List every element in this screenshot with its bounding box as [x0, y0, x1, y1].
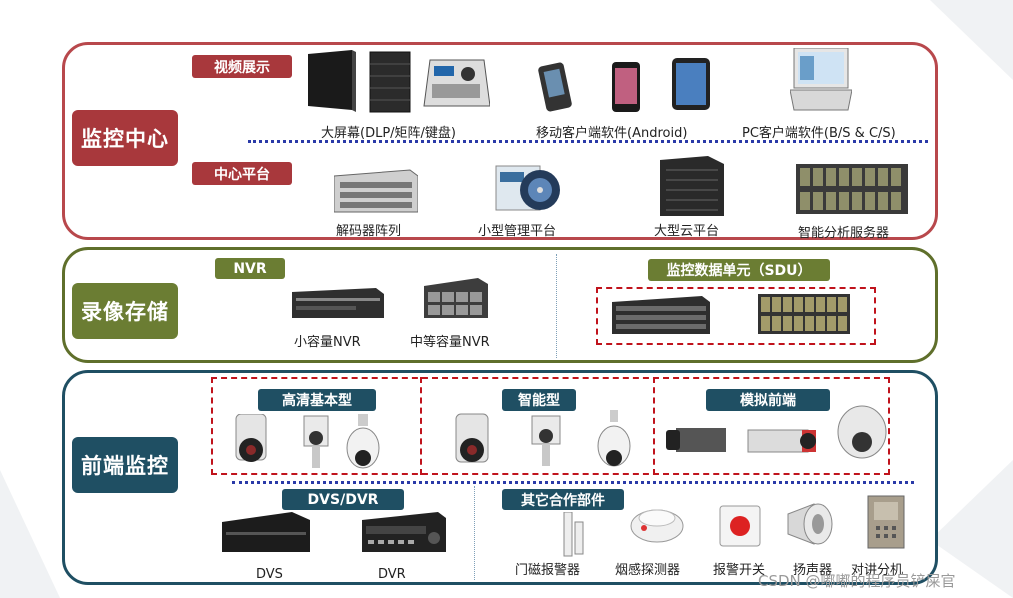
pc-laptop-icon	[790, 48, 852, 111]
camera-group-separator-1	[420, 377, 422, 475]
caption-pc-client: PC客户端软件(B/S & C/S)	[742, 126, 896, 141]
sdu-group	[596, 287, 876, 345]
caption-small-nvr: 小容量NVR	[294, 335, 361, 350]
dvr-icon	[362, 512, 446, 552]
caption-smoke-detector: 烟感探测器	[615, 563, 681, 578]
sdu-unit-2-icon	[758, 294, 850, 334]
intercom-icon	[867, 495, 905, 549]
caption-mobile-client: 移动客户端软件(Android)	[536, 126, 688, 141]
tag-hd-basic: 高清基本型	[258, 389, 376, 411]
tag-other-parts: 其它合作部件	[502, 489, 624, 510]
big-screen-icon	[308, 50, 490, 113]
center-divider	[248, 140, 928, 143]
hd-cameras-icon	[235, 414, 380, 469]
decoder-array-icon	[334, 169, 418, 213]
caption-cloud-platform: 大型云平台	[654, 224, 720, 239]
tag-nvr: NVR	[215, 258, 285, 279]
dvs-icon	[222, 512, 310, 552]
caption-dvr: DVR	[378, 567, 406, 582]
frontend-divider	[232, 481, 914, 484]
watermark: CSDN @嘟嘟的程序员铲屎官	[758, 572, 956, 590]
frontend-label: 前端监控	[72, 437, 178, 493]
tag-sdu: 监控数据单元（SDU）	[648, 259, 830, 281]
caption-dvs: DVS	[256, 567, 283, 582]
sdu-unit-1-icon	[612, 296, 710, 334]
frontend-vertical-divider	[474, 486, 475, 580]
medium-nvr-icon	[424, 278, 488, 318]
monitor-center-label: 监控中心	[72, 110, 178, 166]
caption-big-screen: 大屏幕(DLP/矩阵/键盘)	[321, 126, 456, 141]
tag-video-display: 视频展示	[192, 55, 292, 78]
caption-small-platform: 小型管理平台	[478, 224, 557, 239]
caption-intercom: 对讲分机	[851, 563, 904, 578]
caption-decoder-array: 解码器阵列	[336, 224, 402, 239]
small-platform-icon	[495, 165, 560, 211]
door-sensor-icon	[563, 512, 584, 557]
tag-smart: 智能型	[502, 389, 576, 411]
mobile-devices-icon	[538, 58, 710, 112]
analysis-server-icon	[796, 164, 908, 214]
storage-divider	[556, 254, 557, 358]
caption-door-sensor: 门磁报警器	[515, 563, 581, 578]
storage-label: 录像存储	[72, 283, 178, 339]
cloud-platform-icon	[660, 156, 724, 216]
camera-groups	[211, 377, 890, 475]
smart-cameras-icon	[455, 410, 631, 467]
caption-medium-nvr: 中等容量NVR	[410, 335, 490, 350]
tag-center-platform: 中心平台	[192, 162, 292, 185]
camera-group-separator-2	[653, 377, 655, 475]
tag-analog: 模拟前端	[706, 389, 830, 411]
analog-cameras-icon	[666, 405, 887, 459]
small-nvr-icon	[292, 288, 384, 318]
caption-speaker: 扬声器	[793, 563, 833, 578]
caption-analysis-server: 智能分析服务器	[798, 226, 890, 241]
speaker-icon	[787, 503, 833, 545]
caption-alarm-switch: 报警开关	[713, 563, 766, 578]
tag-dvs-dvr: DVS/DVR	[282, 489, 404, 510]
smoke-detector-icon	[630, 509, 684, 543]
alarm-switch-icon	[719, 505, 761, 547]
